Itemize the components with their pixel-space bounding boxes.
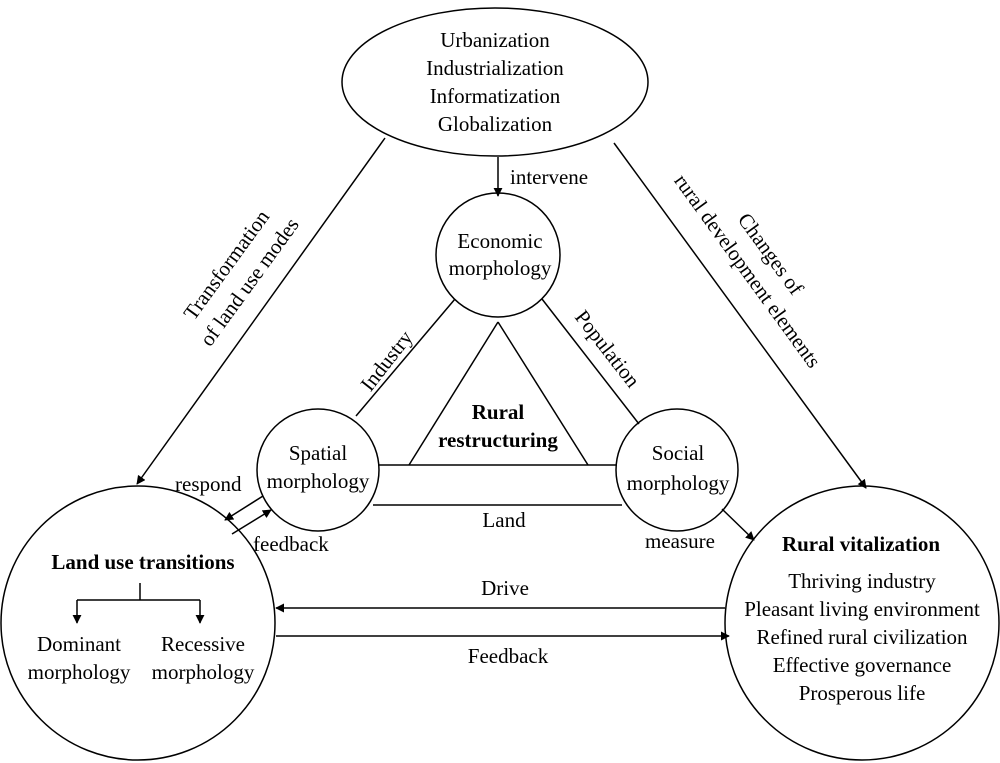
social-morphology-node [615, 408, 739, 532]
spatial-morphology-node [256, 408, 380, 532]
land-label: Land [482, 508, 526, 532]
recessive-line-1: Recessive [161, 632, 245, 656]
top-line-globalization: Globalization [438, 112, 553, 136]
industry-label: Industry [355, 325, 417, 395]
vitalization-item-1: Thriving industry [788, 569, 936, 593]
respond-label: respond [175, 472, 242, 496]
social-line-1: Social [652, 441, 705, 465]
population-band-outer [541, 298, 640, 425]
intervene-label: intervene [510, 165, 588, 189]
measure-arrow [721, 508, 755, 541]
economic-line-2: morphology [449, 256, 552, 280]
social-line-2: morphology [627, 471, 730, 495]
changes-arrow [613, 142, 867, 489]
top-ellipse [341, 7, 649, 157]
vitalization-item-3: Refined rural civilization [756, 625, 968, 649]
feedback-big-label: Feedback [468, 644, 549, 668]
feedback-small-label: feedback [253, 532, 329, 556]
vitalization-item-2: Pleasant living environment [744, 597, 980, 621]
feedback-small-arrow [231, 509, 272, 535]
economic-morphology-node [435, 192, 561, 318]
dominant-line-1: Dominant [37, 632, 121, 656]
spatial-line-1: Spatial [289, 441, 347, 465]
top-line-urbanization: Urbanization [440, 28, 550, 52]
recessive-line-2: morphology [152, 660, 255, 684]
vitalization-title: Rural vitalization [782, 532, 940, 556]
changes-line-2: rural development elements [669, 169, 826, 372]
industry-band-inner [408, 321, 499, 466]
population-band-inner [497, 321, 589, 466]
economic-line-1: Economic [457, 229, 542, 253]
vitalization-item-4: Effective governance [773, 653, 952, 677]
land-use-split-connector [77, 583, 200, 601]
vitalization-item-5: Prosperous life [799, 681, 926, 705]
top-line-informatization: Informatization [430, 84, 561, 108]
land-use-title: Land use transitions [51, 550, 234, 574]
respond-arrow [224, 495, 264, 521]
dominant-line-2: morphology [28, 660, 131, 684]
center-line-1: Rural [472, 400, 525, 424]
measure-label: measure [645, 529, 715, 553]
rural-vitalization-node [724, 485, 1000, 761]
center-line-2: restructuring [438, 428, 558, 452]
top-line-industrialization: Industrialization [426, 56, 564, 80]
spatial-line-2: morphology [267, 469, 370, 493]
industry-band-outer [355, 298, 456, 417]
land-use-transitions-node [0, 485, 276, 761]
drive-label: Drive [481, 576, 529, 600]
transformation-arrow [136, 137, 386, 485]
